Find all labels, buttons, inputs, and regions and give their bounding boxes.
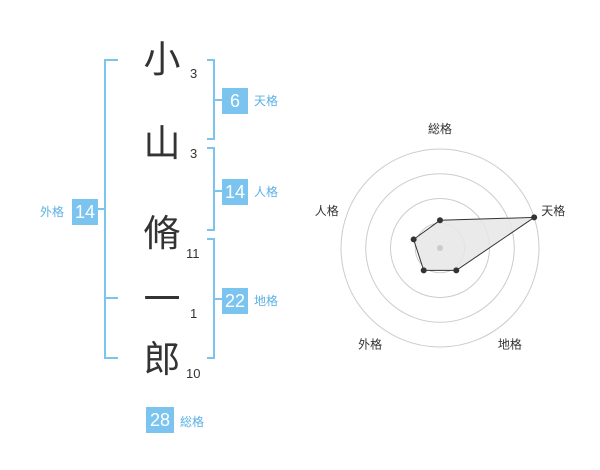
- radar-point-4: [420, 267, 427, 274]
- name-char-4-strokes: 1: [190, 306, 198, 321]
- name-char-1: 小: [143, 38, 181, 81]
- gaikaku-bracket-divider: [104, 297, 118, 299]
- radar-point-2: [531, 214, 538, 221]
- chikaku-value-badge: 22: [222, 288, 248, 314]
- radar-center-dot: [437, 245, 443, 251]
- name-char-3-strokes: 11: [186, 246, 200, 261]
- name-char-2: 山: [143, 122, 181, 165]
- soukaku-label: 総格: [180, 415, 205, 429]
- radar-axis-label-3: 地格: [498, 336, 522, 351]
- radar-axis-label-5: 人格: [315, 203, 339, 218]
- gaikaku-bracket: [104, 59, 118, 359]
- name-diagram: 小 3 山 3 脩 11 一 1 郎 10 6 天格 14 人格 22 地格 外…: [0, 0, 290, 470]
- radar-point-3: [453, 267, 460, 274]
- radar-axis-label-2: 天格: [541, 203, 565, 218]
- radar-ring: [365, 173, 515, 323]
- radar-ring: [340, 148, 540, 348]
- jinkaku-bracket-tick: [215, 190, 223, 192]
- radar-axis-label-4: 外格: [358, 336, 382, 351]
- tenkaku-bracket-tick: [215, 99, 223, 101]
- gaikaku-value-badge: 14: [72, 199, 98, 225]
- radar-axis-label-1: 総格: [428, 121, 452, 136]
- jinkaku-label: 人格: [254, 185, 279, 199]
- gaikaku-label: 外格: [40, 205, 65, 219]
- tenkaku-value-badge: 6: [222, 88, 248, 114]
- gaikaku-bracket-tick: [97, 208, 105, 210]
- tenkaku-label: 天格: [254, 94, 279, 108]
- name-char-5-strokes: 10: [186, 366, 201, 381]
- radar-point-5: [410, 236, 417, 243]
- radar-rings: [340, 148, 540, 348]
- name-char-3: 脩: [143, 212, 181, 255]
- tenkaku-bracket: [207, 59, 215, 140]
- name-char-1-strokes: 3: [190, 66, 198, 81]
- name-char-2-strokes: 3: [190, 146, 198, 161]
- radar-point-1: [437, 217, 443, 224]
- chikaku-label: 地格: [254, 294, 279, 308]
- chikaku-bracket: [207, 238, 215, 359]
- chikaku-bracket-tick: [215, 298, 223, 300]
- name-char-5: 郎: [143, 338, 181, 381]
- jinkaku-bracket: [207, 147, 215, 231]
- jinkaku-value-badge: 14: [222, 179, 248, 205]
- radar-points: [410, 214, 538, 274]
- radar-polygon: [413, 216, 536, 271]
- soukaku-value-badge: 28: [146, 407, 174, 433]
- name-char-4: 一: [143, 278, 181, 321]
